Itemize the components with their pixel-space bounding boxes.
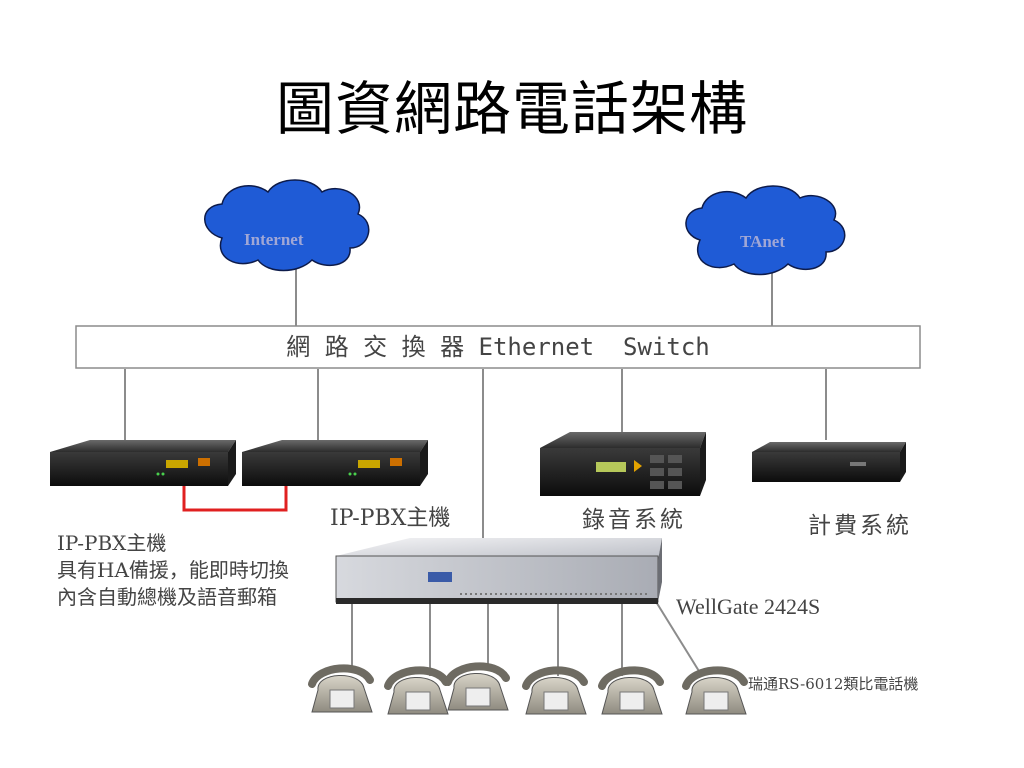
ippbx-server-2	[242, 440, 428, 486]
ippbx-desc-line-1: IP-PBX主機	[57, 531, 167, 555]
page-title: 圖資網路電話架構	[275, 75, 748, 143]
tanet-cloud-icon	[685, 185, 846, 276]
ippbx-label: IP-PBX主機	[330, 506, 451, 531]
phone-cables	[351, 591, 703, 677]
phones-label: 瑞通RS-6012類比電話機	[748, 675, 919, 693]
ippbx-description: IP-PBX主機 具有HA備援，能即時切換 內含自動總機及語音郵箱	[57, 530, 289, 611]
ha-link	[182, 486, 288, 512]
recording-system	[540, 432, 706, 496]
phone-icon-5	[598, 666, 664, 715]
ethernet-switch-bar	[75, 325, 921, 369]
phone-icon-6	[682, 666, 748, 715]
ethernet-switch-label: 網 路 交 換 器 Ethernet Switch	[286, 333, 710, 361]
billing-system	[752, 442, 906, 482]
phone-icon-4	[522, 666, 588, 715]
connector-lines	[124, 262, 827, 545]
phone-icon-2	[384, 666, 450, 715]
phone-icon-1	[308, 664, 374, 713]
tanet-label: TAnet	[740, 232, 786, 251]
billing-label: 計費系統	[808, 513, 912, 539]
recording-label: 錄音系統	[582, 507, 686, 533]
phone-icon-3	[444, 662, 510, 711]
wellgate-gateway	[335, 538, 662, 604]
internet-cloud-icon	[204, 179, 370, 272]
internet-label: Internet	[244, 230, 304, 249]
ippbx-desc-line-3: 內含自動總機及語音郵箱	[57, 585, 277, 609]
ippbx-desc-line-2: 具有HA備援，能即時切換	[57, 558, 289, 582]
analog-phones	[308, 662, 748, 715]
ippbx-server-1	[50, 440, 236, 486]
wellgate-label: WellGate 2424S	[676, 594, 821, 619]
